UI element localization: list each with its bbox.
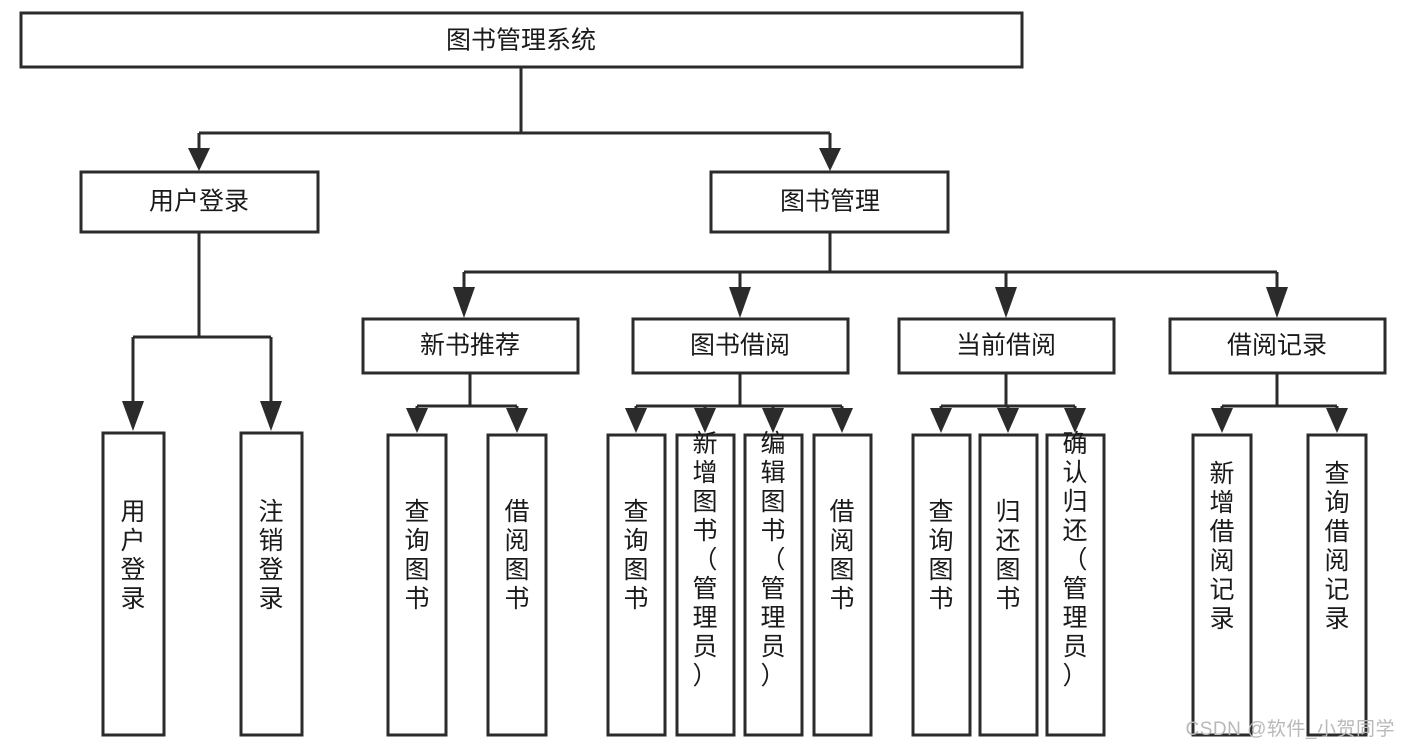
leaf-user-login[interactable]: 用户登录 [101,431,166,737]
node-user-login-label: 用户登录 [149,188,249,216]
node-root-rect[interactable] [19,11,1024,69]
leaf-query-book-b-rect[interactable] [606,433,667,737]
leaf-query-record[interactable]: 查询借阅记录 [1306,433,1368,737]
leaf-borrow-book-b-label: 借阅图书 [829,498,854,613]
node-book-management-label: 图书管理 [780,188,880,216]
arrowhead-leaf-user-login [122,401,144,431]
node-borrow-record-rect[interactable] [1168,317,1387,375]
node-new-book-recommend-label: 新书推荐 [420,332,520,360]
arrowhead-borrow [729,287,751,318]
leaf-add-book-label: 新增图书（管理员） [692,430,717,690]
arrowhead-add-book [694,408,716,433]
node-current-borrow[interactable]: 当前借阅 [897,317,1116,375]
leaf-return-book-rect[interactable] [978,433,1039,737]
leaf-edit-book-label: 编辑图书（管理员） [760,430,785,690]
leaf-edit-book-rect[interactable] [743,433,804,737]
leaf-add-record-rect[interactable] [1191,433,1253,737]
arrowhead-user-login [188,148,210,171]
leaf-borrow-book-a[interactable]: 借阅图书 [486,433,548,737]
node-user-login-rect[interactable] [79,170,320,234]
leaf-borrow-book-b-rect[interactable] [812,433,873,737]
node-borrow-record-label: 借阅记录 [1227,332,1327,360]
arrowhead-current [995,287,1017,318]
connector-layer [122,67,1348,433]
arrowhead-edit-book [762,408,784,433]
arrowhead-confirm-return [1064,408,1086,433]
leaf-logout[interactable]: 注销登录 [239,431,304,737]
leaf-query-book-c-rect[interactable] [911,433,972,737]
node-book-borrow[interactable]: 图书借阅 [631,317,850,375]
leaf-query-book-a-label: 查询图书 [404,498,429,613]
leaf-confirm-return[interactable]: 确认归还（管理员） [1045,430,1106,737]
leaf-query-book-c-label: 查询图书 [928,498,953,613]
node-borrow-record[interactable]: 借阅记录 [1168,317,1387,375]
leaf-borrow-book-a-rect[interactable] [486,433,548,737]
leaf-query-book-c[interactable]: 查询图书 [911,433,972,737]
arrowhead-borrow-book-a [506,408,528,433]
node-current-borrow-rect[interactable] [897,317,1116,375]
leaf-borrow-book-a-label: 借阅图书 [504,498,529,613]
node-book-management[interactable]: 图书管理 [709,170,950,234]
leaf-add-book-rect[interactable] [675,433,736,737]
leaf-logout-rect[interactable] [239,431,304,737]
leaf-return-book-label: 归还图书 [995,498,1020,613]
leaf-user-login-label: 用户登录 [120,498,145,613]
leaf-return-book[interactable]: 归还图书 [978,433,1039,737]
arrowhead-record [1266,287,1288,318]
leaf-add-record-label: 新增借阅记录 [1209,460,1234,633]
node-new-book-recommend[interactable]: 新书推荐 [361,317,580,375]
leaf-edit-book[interactable]: 编辑图书（管理员） [743,430,804,737]
leaf-query-record-label: 查询借阅记录 [1324,460,1349,633]
node-new-book-recommend-rect[interactable] [361,317,580,375]
arrowhead-query-record [1326,408,1348,433]
arrowhead-query-book-c [930,408,952,433]
arrowhead-leaf-logout [260,401,282,431]
arrowhead-borrow-book-b [831,408,853,433]
node-current-borrow-label: 当前借阅 [956,332,1056,360]
node-book-borrow-label: 图书借阅 [690,332,790,360]
leaf-query-book-b-label: 查询图书 [623,498,648,613]
leaf-logout-label: 注销登录 [258,498,283,613]
leaf-confirm-return-label: 确认归还（管理员） [1062,430,1087,690]
arrowhead-book-mgmt [819,148,841,171]
node-book-borrow-rect[interactable] [631,317,850,375]
node-root-label: 图书管理系统 [446,27,596,55]
arrowhead-return-book [997,408,1019,433]
node-root[interactable]: 图书管理系统 [19,11,1024,69]
node-book-management-rect[interactable] [709,170,950,234]
arrowhead-query-book-b [625,408,647,433]
leaf-user-login-rect[interactable] [101,431,166,737]
leaf-confirm-return-rect[interactable] [1045,433,1106,737]
leaf-add-book[interactable]: 新增图书（管理员） [675,430,736,737]
leaf-query-book-b[interactable]: 查询图书 [606,433,667,737]
leaf-query-book-a[interactable]: 查询图书 [386,433,448,737]
leaf-query-book-a-rect[interactable] [386,433,448,737]
leaf-borrow-book-b[interactable]: 借阅图书 [812,433,873,737]
arrowhead-add-record [1211,408,1233,433]
leaf-add-record[interactable]: 新增借阅记录 [1191,433,1253,737]
arrowhead-query-book-a [406,408,428,433]
leaf-query-record-rect[interactable] [1306,433,1368,737]
arrowhead-new-book [453,287,475,318]
node-user-login[interactable]: 用户登录 [79,170,320,234]
